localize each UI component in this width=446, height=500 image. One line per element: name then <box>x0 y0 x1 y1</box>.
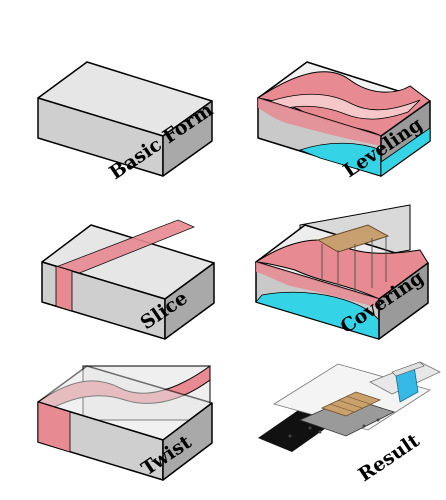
step-leveling: Leveling <box>256 61 431 182</box>
box-side-face <box>164 262 215 340</box>
box-side-face <box>378 262 429 340</box>
curved-layer-light <box>261 93 421 120</box>
timber-roof <box>320 391 382 417</box>
pink-cut <box>256 262 379 308</box>
blue-roof-strip <box>391 361 425 377</box>
slice-front <box>55 265 73 312</box>
scene-details <box>288 418 380 438</box>
roof-canopy <box>316 224 390 253</box>
side-water <box>380 127 431 177</box>
pink-cut-front <box>37 401 71 453</box>
box-side-face <box>162 402 213 481</box>
step-label-result: Result <box>354 430 423 487</box>
timber-grid <box>329 395 371 413</box>
step-basic-form: Basic Form <box>37 61 217 184</box>
step-result: Result <box>258 361 441 487</box>
step-twist: Twist <box>37 365 213 481</box>
step-slice: Slice <box>41 219 215 340</box>
pink-cut <box>258 98 381 146</box>
step-covering: Covering <box>254 204 429 340</box>
box-side-face <box>162 100 213 177</box>
